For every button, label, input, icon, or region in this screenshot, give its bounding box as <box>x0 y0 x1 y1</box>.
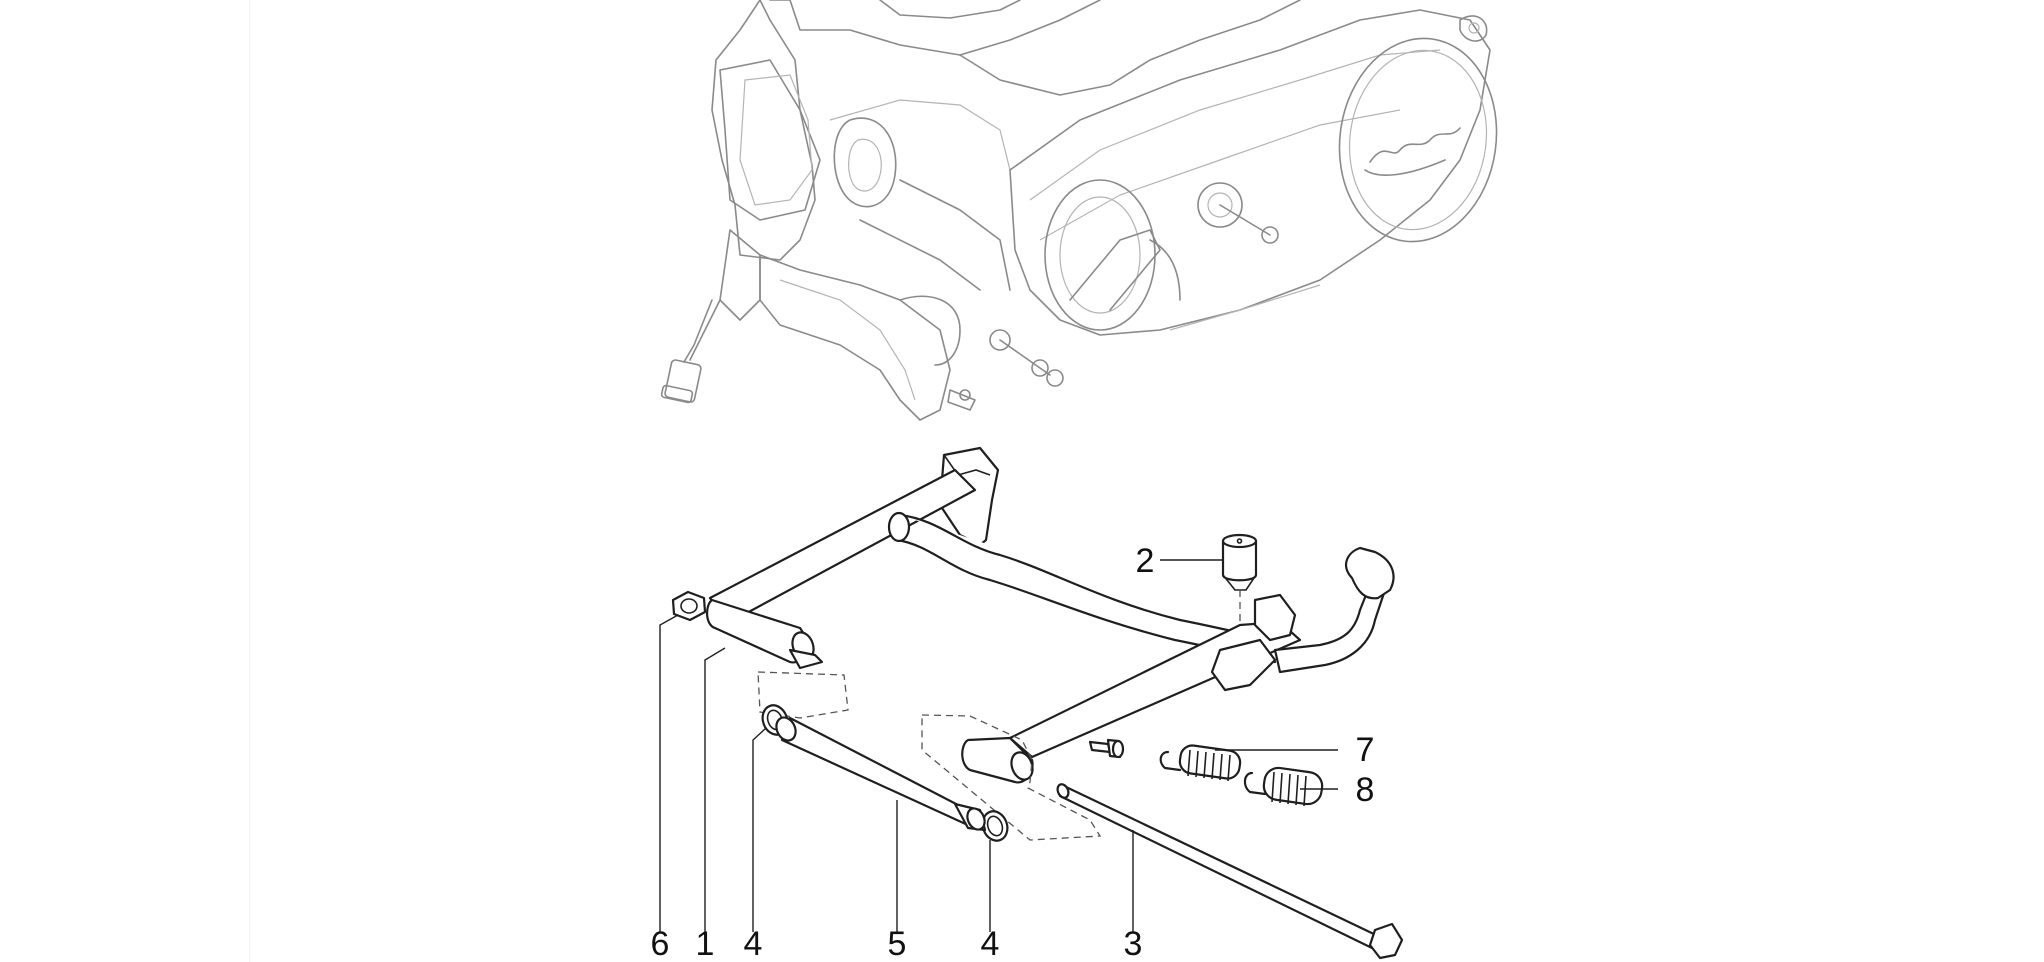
callout-4-right: 4 <box>981 925 1000 962</box>
part-5-pivot-pin <box>775 716 987 832</box>
stop-bolt <box>1088 738 1125 759</box>
callout-4-left: 4 <box>744 925 763 962</box>
part-1-centre-stand <box>706 446 1395 784</box>
callout-2: 2 <box>1136 542 1155 580</box>
assembly-guide-right <box>921 714 1102 841</box>
vespa-logo-badge <box>1338 37 1498 243</box>
part-7-return-spring <box>1159 744 1242 782</box>
leader-lines <box>659 559 1338 932</box>
assembly-guide-left <box>757 671 849 719</box>
callout-8: 8 <box>1356 771 1375 809</box>
callout-1: 1 <box>696 925 715 962</box>
callout-6: 6 <box>651 925 670 962</box>
callout-3: 3 <box>1124 925 1143 962</box>
part-8-return-spring <box>1243 766 1324 807</box>
engine-assembly <box>660 0 1498 421</box>
callout-7: 7 <box>1356 731 1375 769</box>
part-3-long-bolt <box>1056 783 1404 960</box>
callout-5: 5 <box>888 925 907 962</box>
part-2-rubber-buffer <box>1221 533 1258 625</box>
part-6-nut <box>671 590 707 622</box>
page-margin-line <box>249 0 250 962</box>
callout-labels: 6 1 4 5 4 3 2 7 8 <box>651 542 1375 962</box>
